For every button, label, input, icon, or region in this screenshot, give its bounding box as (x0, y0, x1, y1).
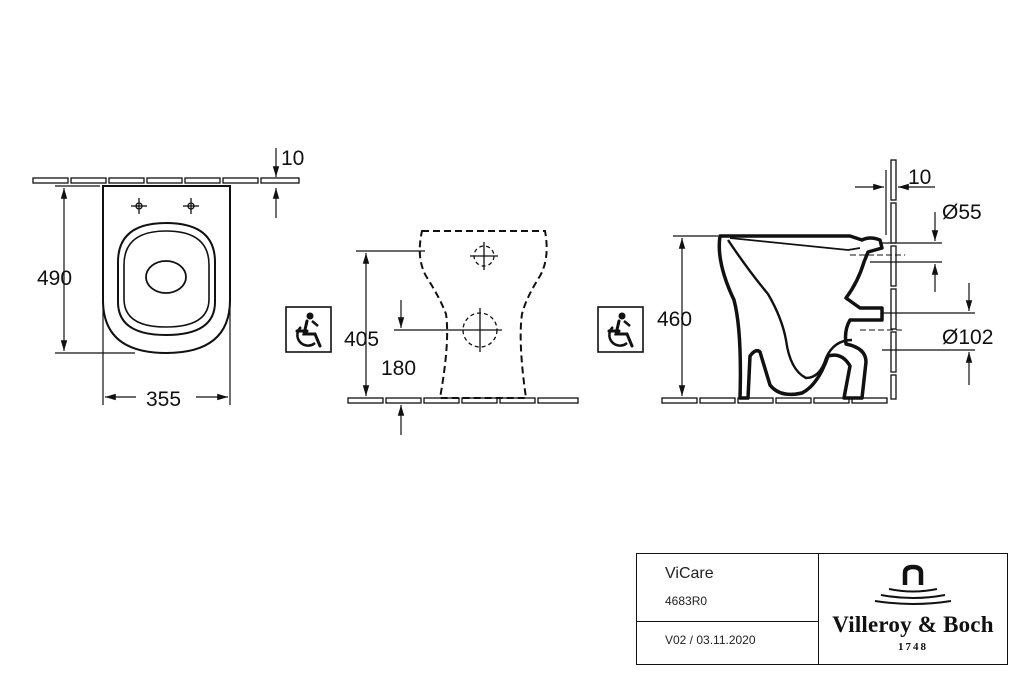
front-height-label: 405 (344, 328, 379, 351)
front-view-inlet-marker (470, 242, 498, 270)
side-view-trapway (727, 239, 853, 380)
top-view-depth-dimension (55, 185, 135, 354)
side-view (661, 159, 975, 404)
front-view-outlet-dimension (394, 300, 458, 435)
top-view-fixing-holes (131, 198, 199, 214)
front-view (347, 230, 579, 435)
side-view-floor (661, 397, 888, 404)
title-block: ViCare 4683R0 V02 / 03.11.2020 Villeroy … (636, 553, 1008, 665)
top-view-seat (117, 221, 216, 337)
brand-year: 1748 (898, 641, 928, 653)
top-depth-label: 490 (37, 267, 72, 290)
top-view-drain (145, 260, 187, 294)
side-height-label: 460 (657, 308, 692, 331)
front-view-outlet-marker (458, 308, 502, 352)
brand-logo: Villeroy & Boch 1748 (819, 554, 1007, 664)
top-view-bowl-outline (102, 185, 231, 355)
side-view-outlet-dimension (882, 283, 975, 385)
front-outlet-label: 180 (381, 357, 416, 380)
side-wall-gap-label: 10 (908, 166, 931, 189)
brand-logo-icon (874, 564, 952, 605)
version-date: V02 / 03.11.2020 (665, 633, 756, 647)
wheelchair-accessibility-icon (597, 306, 644, 353)
article-number: 4683R0 (665, 594, 708, 608)
top-view (32, 148, 300, 405)
front-view-bowl-outline (418, 230, 548, 399)
top-view-inner-rim (123, 230, 210, 328)
top-view-width-dimension (102, 300, 231, 405)
side-view-wall-gap-dimension (855, 170, 935, 235)
top-width-label: 355 (146, 388, 181, 411)
side-outlet-label: Ø102 (942, 326, 993, 349)
side-view-rim (729, 237, 861, 251)
top-view-wall (32, 177, 300, 184)
front-view-height-dimension (356, 250, 425, 396)
title-block-row-divider (637, 621, 818, 622)
side-view-bowl-outline (717, 234, 884, 400)
side-view-centre-lines (850, 254, 905, 331)
side-view-wall (890, 159, 897, 400)
side-view-height-dimension (673, 235, 718, 396)
side-view-inlet-dimension (870, 212, 942, 292)
wheelchair-accessibility-icon (285, 306, 332, 353)
brand-name: Villeroy & Boch (832, 612, 994, 637)
top-wall-gap-label: 10 (281, 147, 304, 170)
title-block-divider (818, 554, 819, 664)
side-inlet-label: Ø55 (942, 201, 982, 224)
product-name: ViCare (665, 565, 714, 582)
